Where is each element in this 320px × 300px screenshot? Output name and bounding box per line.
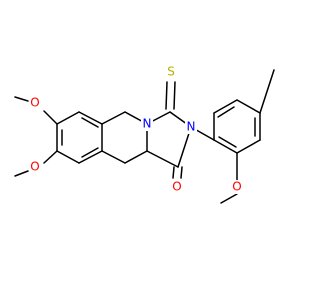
bond-methyl-lower — [14, 170, 29, 177]
bond-aryl-5 — [236, 139, 261, 154]
bond-aromatic-1 — [56, 111, 80, 125]
oxygen-atom-right: O — [232, 180, 241, 194]
atom-label-layer: O O N N S O O — [29, 65, 243, 194]
bond-ring-mid-1 — [101, 111, 126, 125]
bond-methyl-right-o — [220, 193, 238, 204]
nitrogen-atom-aryl: N — [187, 120, 196, 134]
bond-aromatic-inner-2 — [81, 147, 99, 158]
bond-aromatic-2 — [78, 111, 103, 125]
bond-carbonyl-b — [180, 166, 183, 179]
oxygen-atom-lower: O — [30, 160, 39, 174]
bond-thione-b — [173, 81, 176, 110]
bond-methyl-right — [259, 69, 275, 114]
bond-aromatic-inner-1 — [81, 117, 99, 128]
bond-ring-mid-4 — [124, 150, 148, 164]
molecule-canvas: O O N N S O O — [14, 64, 275, 204]
bond-ring-mid-5 — [101, 150, 126, 164]
bond-carbonyl-a — [172, 166, 175, 179]
bond-aryl-inner-3 — [218, 136, 237, 148]
bond-aryl-2 — [213, 99, 238, 114]
bond-aromatic-5 — [56, 150, 80, 164]
nitrogen-atom-ring: N — [143, 117, 152, 131]
bond-aryl-inner-1 — [217, 106, 235, 118]
molecule-structure: O O N N S O O — [14, 65, 275, 204]
bond-layer — [14, 69, 275, 204]
oxygen-atom-carbonyl: O — [172, 180, 181, 194]
oxygen-atom-upper: O — [30, 96, 39, 110]
bond-aryl-6 — [213, 139, 238, 154]
bond-o-upper-ring — [43, 110, 58, 125]
bond-aromatic-4 — [78, 150, 103, 164]
bond-o-lower-ring — [43, 150, 58, 164]
bond-thione-a — [165, 81, 168, 110]
sulfur-atom: S — [167, 65, 175, 79]
bond-aryl-3 — [236, 99, 261, 114]
bond-ring5-4 — [146, 150, 179, 168]
bond-methyl-upper — [14, 96, 29, 102]
